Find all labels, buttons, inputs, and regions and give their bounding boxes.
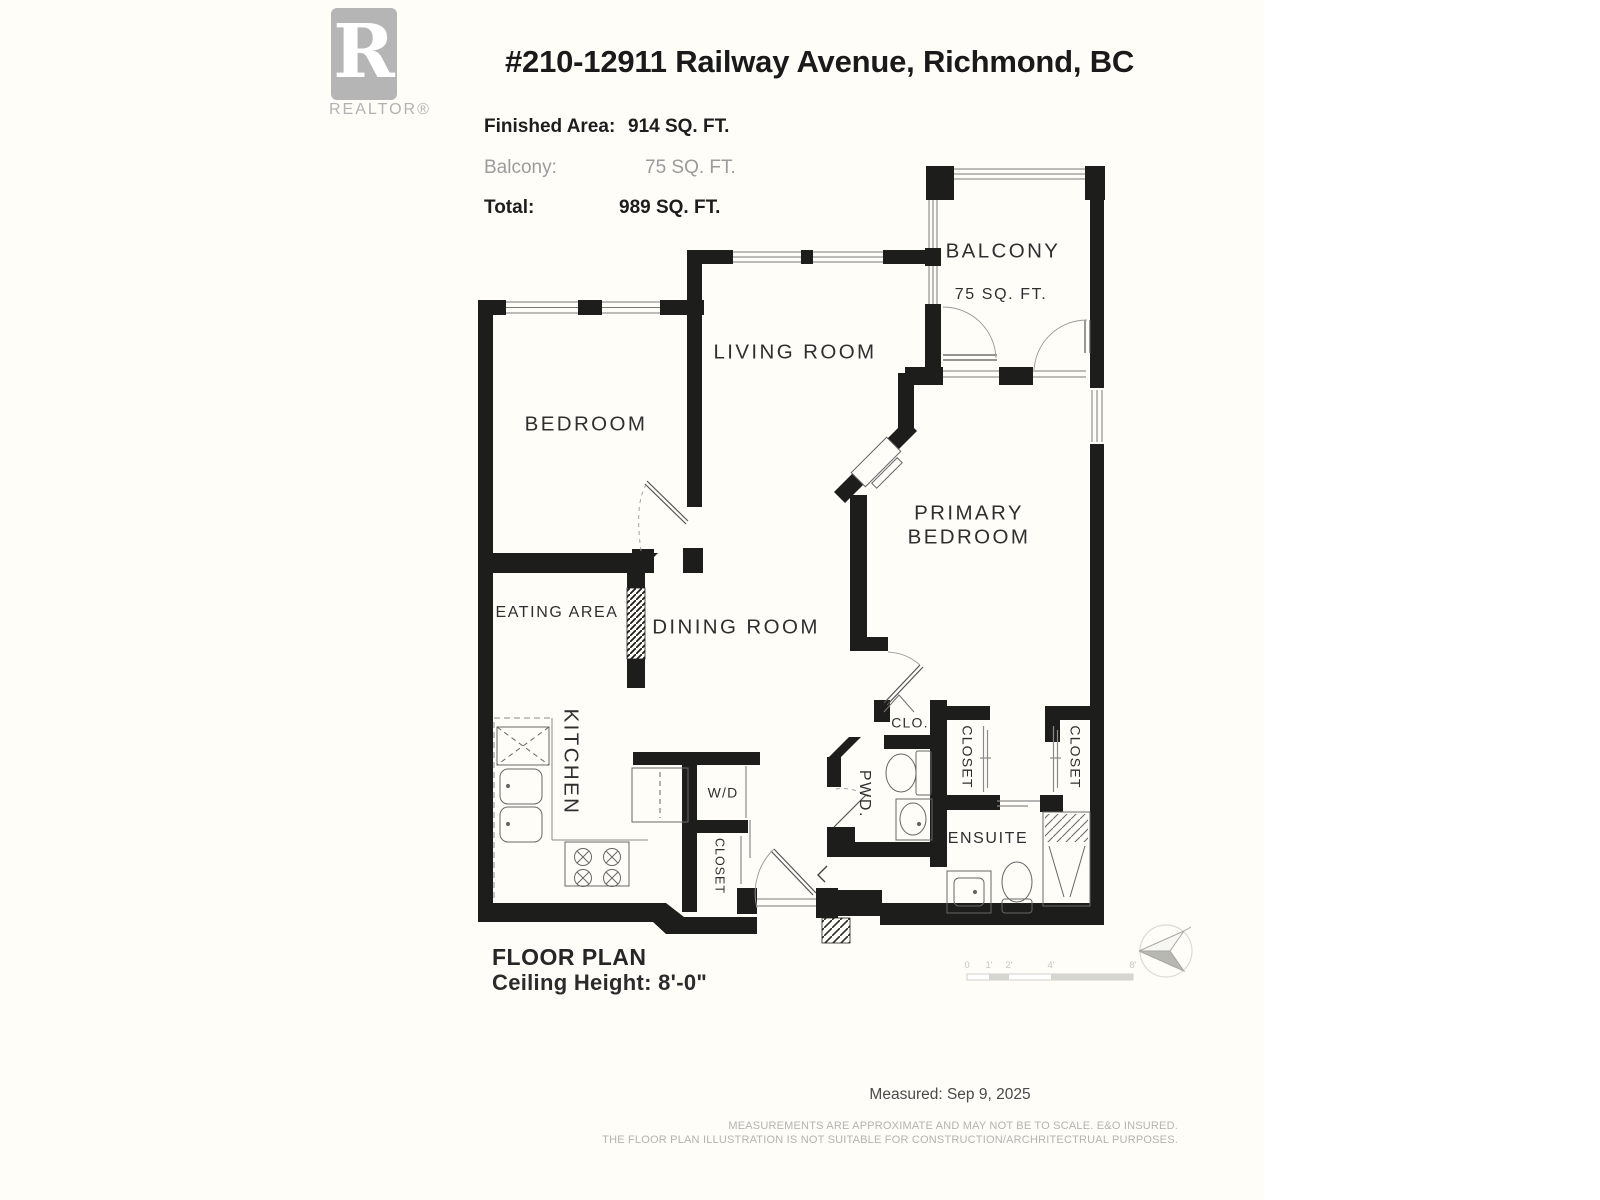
label-entry-closet: CLOSET [713,838,727,894]
label-primary-line2: BEDROOM [908,525,1031,548]
scale-tick-1: 1' [985,960,992,971]
doors [638,306,1091,909]
scale-tick-4: 4' [1047,960,1054,971]
label-balcony-area: 75 SQ. FT. [955,286,1047,303]
ensuite-toilet [1001,861,1033,914]
label-dining-room: DINING ROOM [652,615,820,638]
measured-date: Measured: Sep 9, 2025 [869,1086,1031,1103]
room-labels: BALCONY 75 SQ. FT. LIVING ROOM BEDROOM P… [495,239,1083,894]
realtor-logo-label: REALTOR® [329,101,431,118]
floor-plan-svg: BALCONY 75 SQ. FT. LIVING ROOM BEDROOM P… [478,166,1193,981]
realtor-logo-letter: R [333,9,395,95]
windows [506,168,1106,907]
label-closet2: CLOSET [1067,725,1083,788]
total-area-value: 989 SQ. FT. [619,197,721,218]
compass-icon [1138,924,1193,978]
label-ensuite: ENSUITE [948,830,1029,847]
sliders-and-rods [740,726,1061,884]
balcony-area-label: Balcony: [484,157,557,178]
fireplace [850,436,903,489]
ensuite-vanity [946,870,992,914]
total-area-label: Total: [484,197,535,218]
clo-bifold-door [883,694,915,713]
scale-tick-8: 8' [1129,960,1136,971]
finished-area-value: 914 SQ. FT. [628,116,730,137]
primary-bedroom-door [883,651,924,706]
label-clo: CLO. [891,715,928,731]
kitchen-sink [499,768,543,843]
label-washer-dryer: W/D [708,785,739,801]
powder-door [833,788,869,828]
balcony-area-value: 75 SQ. FT. [645,157,736,178]
label-kitchen: KITCHEN [560,709,583,816]
walls [478,166,1105,934]
label-closet1: CLOSET [959,725,975,788]
label-powder: PWD. [856,770,873,818]
label-balcony: BALCONY [946,239,1061,262]
page-title: #210-12911 Railway Avenue, Richmond, BC [505,44,1135,79]
fixtures [493,436,1091,914]
label-primary-line1: PRIMARY [914,501,1024,524]
kitchen-fridge [631,767,689,823]
balcony-door-left [942,306,997,361]
ensuite-shower [1042,811,1091,907]
finished-area-label: Finished Area: [484,116,616,137]
scale-bar: 0 1' 2' 4' 8' [964,960,1137,981]
bedroom-door [638,480,689,552]
powder-toilet [885,750,932,796]
label-living-room: LIVING ROOM [713,340,876,363]
scale-tick-0: 0 [964,960,969,971]
disclaimer: MEASUREMENTS ARE APPROXIMATE AND MAY NOT… [600,1120,1178,1147]
ceiling-height: Ceiling Height: 8'-0" [492,970,708,995]
powder-sink [895,798,933,841]
kitchen-cabinet [496,726,550,766]
label-eating-area: EATING AREA [495,604,618,621]
entry-door [754,848,828,909]
disclaimer-line1: MEASUREMENTS ARE APPROXIMATE AND MAY NOT… [728,1120,1178,1132]
disclaimer-line2: THE FLOOR PLAN ILLUSTRATION IS NOT SUITA… [602,1133,1178,1146]
realtor-logo-icon: R [331,8,397,100]
scale-tick-2: 2' [1005,960,1012,971]
hatched-walls [626,587,851,944]
label-bedroom: BEDROOM [525,412,648,435]
floor-plan-title: FLOOR PLAN [492,944,647,970]
balcony-door-right [1033,319,1091,371]
kitchen-stove [564,841,630,887]
kitchen-counter [493,717,648,898]
